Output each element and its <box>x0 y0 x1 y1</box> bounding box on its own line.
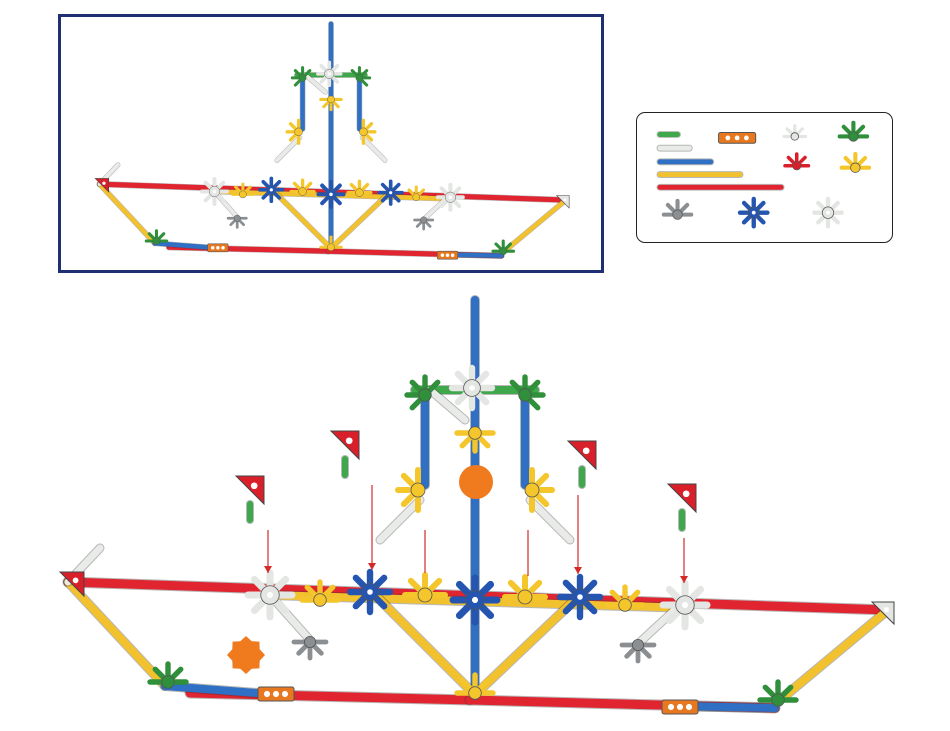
blue-hub-center <box>453 578 497 622</box>
assembly-step-diagram <box>0 290 950 731</box>
model <box>60 300 894 714</box>
arrow-head <box>574 567 582 574</box>
right-diagonal-yellow-rod <box>780 610 888 700</box>
left-blue-rod <box>165 686 270 694</box>
blue-hub-center <box>318 182 343 207</box>
yellow-half-top <box>321 96 341 110</box>
gray-connector-right <box>622 639 654 661</box>
white-hub-left <box>202 179 227 204</box>
blue-hub-left <box>260 178 283 201</box>
blue-hub-left <box>350 572 390 612</box>
model <box>95 24 569 259</box>
red-connector-piece-1 <box>236 476 264 504</box>
gray-connector-left <box>228 215 246 227</box>
white-hub-right <box>438 185 463 210</box>
main-model-drawing <box>0 290 950 731</box>
legend-blue-hub-connector <box>740 199 767 226</box>
legend-green-connector <box>840 123 867 141</box>
legend-white-hub-connector <box>814 199 841 226</box>
parts-legend-box <box>636 112 893 243</box>
orange-star-marker <box>227 636 265 674</box>
red-connector-piece-2 <box>331 431 359 459</box>
white-hub-right <box>663 583 707 627</box>
orange-connector-left <box>208 244 228 252</box>
orange-circle-marker <box>459 465 493 499</box>
white-hub-left <box>248 573 292 617</box>
right-upper-white-rod <box>362 138 385 161</box>
left-diagonal-yellow-rod <box>100 184 155 243</box>
white-hub-top <box>318 63 341 86</box>
white-hub-top <box>452 368 492 408</box>
right-diagonal-yellow-rod <box>504 200 565 251</box>
right-upper-white-rod <box>530 500 570 540</box>
blue-hub-right <box>560 577 600 617</box>
legend-orange-connector <box>719 133 756 144</box>
gray-connector-right <box>415 217 433 229</box>
legend-yellow-connector <box>842 154 869 172</box>
preview-model-drawing <box>61 17 601 270</box>
finished-model-preview <box>58 14 604 273</box>
legend-light-gray-connector <box>784 126 805 141</box>
orange-connector-left <box>258 687 294 701</box>
orange-connector-right <box>437 251 457 259</box>
left-diagonal-yellow-rod <box>68 582 165 686</box>
red-connector-piece-3 <box>568 441 596 469</box>
left-upper-white-rod <box>380 500 420 540</box>
legend-gray-connector <box>664 201 691 219</box>
blue-hub-right <box>379 181 402 204</box>
legend-red-connector <box>785 154 808 170</box>
gray-connector-left <box>294 636 326 658</box>
red-connector-piece-4 <box>668 484 696 512</box>
left-upper-white-rod <box>277 138 300 161</box>
yellow-half-top <box>457 427 493 451</box>
left-blue-rod <box>155 243 215 248</box>
parts-legend-drawing <box>637 113 891 241</box>
yellow-half-right <box>505 577 545 604</box>
orange-connector-right <box>662 700 698 714</box>
yellow-half-right <box>348 181 371 196</box>
